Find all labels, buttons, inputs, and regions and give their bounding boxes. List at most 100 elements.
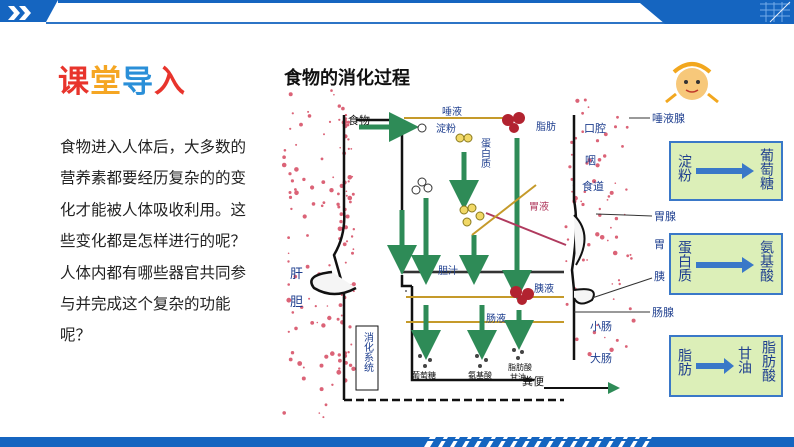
- label-pancreatic-juice: 胰液: [534, 282, 554, 295]
- speckle-dot: [586, 259, 588, 261]
- speckle-dot: [327, 315, 332, 321]
- digestion-diagram: 食物的消化过程: [281, 62, 783, 419]
- label-mouth: 口腔: [584, 121, 606, 135]
- speckle-dot: [288, 191, 292, 194]
- speckle-dot: [333, 93, 335, 96]
- speckle-dot: [338, 118, 341, 121]
- speckle-dot: [291, 112, 294, 115]
- speckle-dot: [297, 361, 303, 366]
- speckle-dot: [617, 279, 621, 282]
- speckle-dot: [288, 195, 293, 199]
- speckle-dot: [302, 366, 305, 369]
- speckle-dot: [348, 363, 353, 367]
- speckle-dot: [581, 258, 585, 262]
- grid-pattern-icon: [760, 1, 791, 23]
- speckle-dot: [341, 106, 345, 111]
- label-pharynx: 咽: [585, 154, 596, 167]
- speckle-dot: [592, 179, 597, 184]
- speckle-dot: [624, 345, 628, 348]
- speckle-dot: [598, 207, 601, 211]
- speckle-dot: [587, 352, 592, 357]
- label-gallbladder: 胆: [290, 295, 303, 310]
- box3-from: 脂肪: [676, 348, 692, 377]
- speckle-dot: [625, 188, 628, 191]
- speckle-dot: [338, 303, 343, 307]
- speckle-dot: [329, 188, 334, 193]
- speckle-dot: [330, 89, 333, 92]
- speckle-dot: [597, 158, 602, 162]
- speckle-dot: [566, 238, 570, 241]
- liver-shape: [310, 270, 357, 296]
- box2-to: 氨基酸: [758, 240, 774, 282]
- label-bile: 胆汁: [438, 264, 458, 277]
- speckle-dot: [316, 321, 319, 324]
- speckle-dot: [587, 243, 591, 247]
- speckle-dot: [290, 351, 295, 355]
- label-protein: 蛋白质: [479, 138, 491, 169]
- speckle-dot: [287, 236, 290, 240]
- speckle-dot: [337, 353, 341, 357]
- box1-to: 葡萄糖: [758, 148, 774, 190]
- speckle-dot: [328, 120, 332, 123]
- mascot-icon: [665, 62, 719, 104]
- speckle-dot: [302, 214, 307, 219]
- conversion-box-3: 脂肪 甘油 脂肪酸: [669, 335, 783, 397]
- title-char-1: 课: [58, 64, 90, 100]
- speckle-dot: [346, 120, 351, 124]
- speckle-dot: [305, 264, 310, 269]
- speckle-dot: [565, 260, 568, 263]
- speckle-dot: [330, 351, 335, 356]
- speckle-dot: [287, 283, 290, 286]
- speckle-dot: [587, 106, 590, 109]
- speckle-dot: [336, 202, 340, 206]
- speckle-dot: [565, 302, 569, 306]
- speckle-dot: [302, 177, 306, 182]
- speckle-dot: [321, 323, 326, 328]
- speckle-dot: [336, 317, 340, 321]
- speckle-dot: [611, 283, 614, 285]
- speckle-dot: [287, 252, 290, 255]
- speckle-dot: [603, 132, 608, 137]
- speckle-dot: [615, 338, 619, 342]
- speckle-dot: [570, 153, 573, 156]
- speckle-dot: [592, 330, 597, 335]
- speckle-dot: [288, 357, 293, 362]
- speckle-dot: [289, 127, 292, 130]
- speckle-dot: [568, 165, 572, 169]
- speckle-dot: [283, 149, 287, 152]
- speckle-dot: [583, 98, 587, 102]
- label-food: 食物: [348, 113, 370, 127]
- speckle-dot: [339, 212, 344, 217]
- speckle-dot: [610, 226, 612, 229]
- box3-to: 甘油: [736, 346, 752, 374]
- speckle-dot: [347, 195, 353, 201]
- speckle-dot: [314, 305, 317, 308]
- speckle-dot: [596, 324, 599, 327]
- speckle-dot: [282, 155, 286, 159]
- speckle-dot: [352, 248, 355, 251]
- speckle-dot: [290, 179, 294, 183]
- speckle-dot: [585, 161, 589, 165]
- speckle-dot: [322, 201, 326, 205]
- speckle-dot: [583, 190, 587, 193]
- speckle-dot: [342, 242, 347, 247]
- speckle-dot: [350, 235, 354, 238]
- speckle-dot: [628, 307, 632, 311]
- label-large-intestine: 大肠: [590, 351, 612, 365]
- label-starch: 淀粉: [436, 122, 456, 135]
- speckle-dot: [595, 163, 600, 168]
- speckle-dot: [318, 412, 321, 414]
- box2-from: 蛋白质: [676, 240, 692, 282]
- speckle-dot: [614, 125, 617, 129]
- speckle-dot: [609, 190, 614, 195]
- speckle-dot: [310, 321, 315, 325]
- speckle-dot: [338, 358, 342, 363]
- speckle-dot: [630, 257, 633, 260]
- speckle-dot: [340, 314, 343, 317]
- speckle-dot: [350, 148, 353, 150]
- conversion-box-1: 淀粉 葡萄糖: [669, 141, 783, 201]
- speckle-dot: [319, 387, 324, 392]
- label-pancreas: 胰: [654, 269, 665, 283]
- speckle-dot: [293, 274, 298, 279]
- speckle-dot: [345, 214, 350, 219]
